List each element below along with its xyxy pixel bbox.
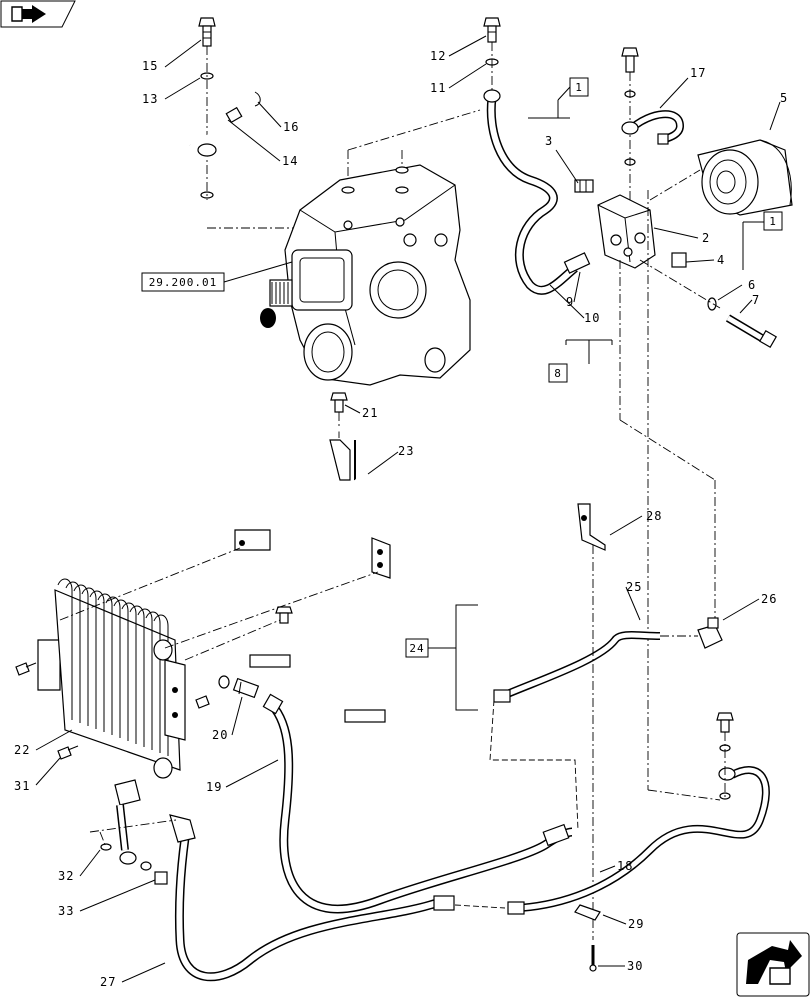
callout-6: 6 (748, 278, 756, 292)
callout-20: 20 (212, 728, 228, 742)
elbow-fitting-part-26 (697, 617, 723, 649)
banjo-fitting-part-14 (131, 106, 243, 199)
callout-25: 25 (626, 580, 642, 594)
callout-22: 22 (14, 743, 30, 757)
hydraulic-pump-assembly (260, 164, 471, 386)
next-nav-button[interactable] (736, 932, 810, 997)
reference-box-8[interactable]: 8 (548, 363, 568, 383)
callout-14: 14 (282, 154, 298, 168)
back-arrow-icon (11, 5, 46, 23)
mounting-bracket-part-23 (234, 428, 391, 723)
fitting-part-9 (563, 252, 591, 274)
forward-arrow-icon (746, 940, 802, 985)
callout-11: 11 (430, 81, 446, 95)
callout-18: 18 (617, 859, 633, 873)
callout-16: 16 (283, 120, 299, 134)
bolt-part-31 (57, 745, 79, 760)
elbow-fitting-part-32 (114, 779, 141, 865)
reference-label: 29.200.01 (149, 276, 218, 289)
bolt-upper-filter (621, 47, 639, 73)
callout-5: 5 (780, 91, 788, 105)
callout-17: 17 (690, 66, 706, 80)
filter-head-part-2 (597, 194, 656, 269)
reference-label: 24 (409, 642, 424, 655)
tube-part-18 (507, 766, 770, 915)
bolt-cooler-left (15, 662, 37, 676)
callout-4: 4 (717, 253, 725, 267)
back-nav-button[interactable] (0, 0, 76, 28)
callout-9: 9 (566, 295, 574, 309)
washer-part-32 (100, 843, 112, 851)
callout-15: 15 (142, 59, 158, 73)
callout-29: 29 (628, 917, 644, 931)
reference-box-1-right[interactable]: 1 (763, 211, 783, 231)
bolt-part-12 (483, 17, 501, 43)
callout-31: 31 (14, 779, 30, 793)
callout-21: 21 (362, 406, 378, 420)
reference-box-1-top[interactable]: 1 (569, 77, 589, 97)
callout-numbers: 15 13 12 11 16 14 3 17 5 2 4 6 7 9 10 21… (14, 49, 788, 989)
hose-part-19 (262, 693, 573, 914)
hose-part-27 (169, 814, 455, 982)
callout-2: 2 (702, 231, 710, 245)
reference-box-24[interactable]: 24 (405, 638, 429, 658)
callout-26: 26 (761, 592, 777, 606)
fitting-part-3 (574, 179, 594, 193)
oil-cooler-part-22 (37, 578, 186, 779)
fitting-part-20 (232, 677, 260, 699)
callout-23: 23 (398, 444, 414, 458)
banjo-line-part-17 (621, 110, 685, 145)
callout-3: 3 (545, 134, 553, 148)
leader-lines (35, 35, 781, 983)
callout-27: 27 (100, 975, 116, 989)
callout-7: 7 (752, 293, 760, 307)
reference-label: 1 (575, 81, 583, 94)
plug-part-33 (154, 871, 168, 885)
washer-part-6 (707, 297, 717, 311)
washer-part-33 (140, 861, 152, 871)
pressure-tube (483, 89, 578, 295)
o-ring-part-16 (254, 91, 261, 107)
bolt-part-15 (198, 17, 216, 47)
washer-part-20 (218, 675, 230, 689)
callout-28: 28 (646, 509, 662, 523)
bolt-bracket-lower (275, 606, 293, 624)
bracket-part-28 (577, 503, 606, 551)
reference-box-pump[interactable]: 29.200.01 (141, 272, 225, 292)
bolt-lower-right (716, 712, 734, 733)
callout-30: 30 (627, 959, 643, 973)
tube-part-25 (493, 631, 661, 703)
screw-part-30 (589, 945, 597, 972)
plug-part-4 (671, 252, 687, 268)
bolt-cooler-right (195, 695, 210, 709)
callout-33: 33 (58, 904, 74, 918)
callout-32: 32 (58, 869, 74, 883)
callout-12: 12 (430, 49, 446, 63)
oil-filter-part-5 (697, 139, 793, 216)
clip-part-29 (574, 904, 601, 921)
callout-19: 19 (206, 780, 222, 794)
bolt-part-7 (725, 314, 778, 349)
callout-13: 13 (142, 92, 158, 106)
reference-label: 8 (554, 367, 562, 380)
reference-label: 1 (769, 215, 777, 228)
callout-10: 10 (584, 311, 600, 325)
bolt-part-21 (330, 392, 348, 413)
